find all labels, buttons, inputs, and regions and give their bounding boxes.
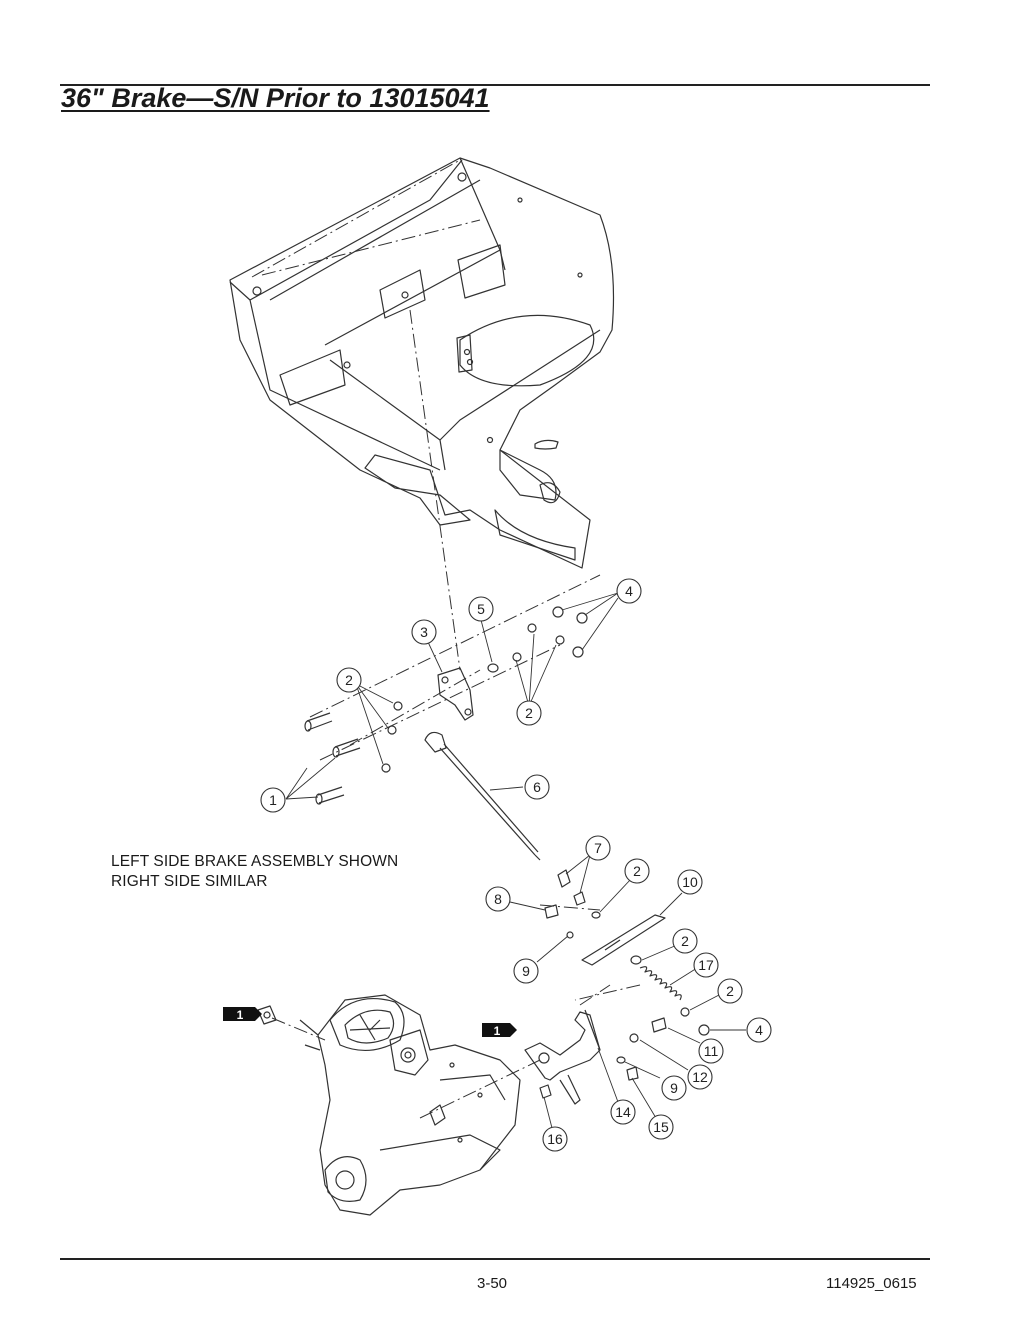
callout-17: 17 [693, 952, 719, 978]
svg-text:2: 2 [345, 672, 353, 688]
svg-text:3: 3 [420, 624, 428, 640]
svg-text:4: 4 [625, 583, 633, 599]
svg-text:9: 9 [522, 963, 530, 979]
document-code: 114925_0615 [826, 1275, 917, 1292]
callout-11: 11 [698, 1038, 724, 1064]
callout-8: 8 [485, 886, 511, 912]
callout-1: 1 [260, 787, 286, 813]
callout-2a: 2 [336, 667, 362, 693]
callout-5: 5 [468, 596, 494, 622]
callout-4a: 4 [616, 578, 642, 604]
svg-text:14: 14 [615, 1104, 631, 1120]
svg-text:17: 17 [698, 957, 714, 973]
callout-9b: 9 [661, 1075, 687, 1101]
svg-text:6: 6 [533, 779, 541, 795]
top-rule [60, 84, 930, 86]
svg-text:1: 1 [269, 792, 277, 808]
callout-2e: 2 [717, 978, 743, 1004]
pivot-plate-group [304, 606, 588, 805]
brake-bracket-group [539, 869, 710, 1099]
svg-text:2: 2 [633, 863, 641, 879]
callout-10: 10 [677, 869, 703, 895]
assembly-centerlines [251, 159, 641, 1119]
assembly-note-line1: LEFT SIDE BRAKE ASSEMBLY SHOWN [111, 853, 399, 870]
brake-arm [524, 1009, 601, 1105]
svg-text:4: 4 [755, 1022, 763, 1038]
callout-16: 16 [542, 1126, 568, 1152]
bottom-rule [60, 1258, 930, 1260]
page-number: 3-50 [477, 1275, 508, 1292]
svg-text:15: 15 [653, 1119, 669, 1135]
svg-text:2: 2 [681, 933, 689, 949]
callout-12: 12 [687, 1064, 713, 1090]
svg-text:10: 10 [682, 874, 698, 890]
callout-7: 7 [585, 835, 611, 861]
brake-rod [424, 731, 541, 861]
callout-9a: 9 [513, 958, 539, 984]
transaxle [257, 994, 521, 1216]
svg-text:12: 12 [692, 1069, 708, 1085]
svg-text:16: 16 [547, 1131, 563, 1147]
callout-6: 6 [524, 774, 550, 800]
svg-text:11: 11 [704, 1043, 719, 1059]
leader-lines [285, 592, 746, 1129]
callout-2c: 2 [624, 858, 650, 884]
callout-2d: 2 [672, 928, 698, 954]
reference-flag-1a: 1 [223, 1007, 262, 1022]
assembly-note-line2: RIGHT SIDE SIMILAR [111, 873, 268, 890]
reference-flag-1b: 1 [482, 1023, 517, 1038]
callout-2b: 2 [516, 700, 542, 726]
callout-14: 14 [610, 1099, 636, 1125]
svg-text:2: 2 [525, 705, 533, 721]
svg-text:1: 1 [494, 1024, 501, 1038]
svg-text:1: 1 [237, 1008, 244, 1022]
callout-3: 3 [411, 619, 437, 645]
page-title: 36" Brake—S/N Prior to 13015041 [61, 83, 490, 113]
chassis-frame [229, 157, 615, 569]
svg-text:2: 2 [726, 983, 734, 999]
svg-text:9: 9 [670, 1080, 678, 1096]
svg-text:7: 7 [594, 840, 602, 856]
svg-text:5: 5 [477, 601, 485, 617]
callout-4b: 4 [746, 1017, 772, 1043]
callout-15: 15 [648, 1114, 674, 1140]
svg-text:8: 8 [494, 891, 502, 907]
